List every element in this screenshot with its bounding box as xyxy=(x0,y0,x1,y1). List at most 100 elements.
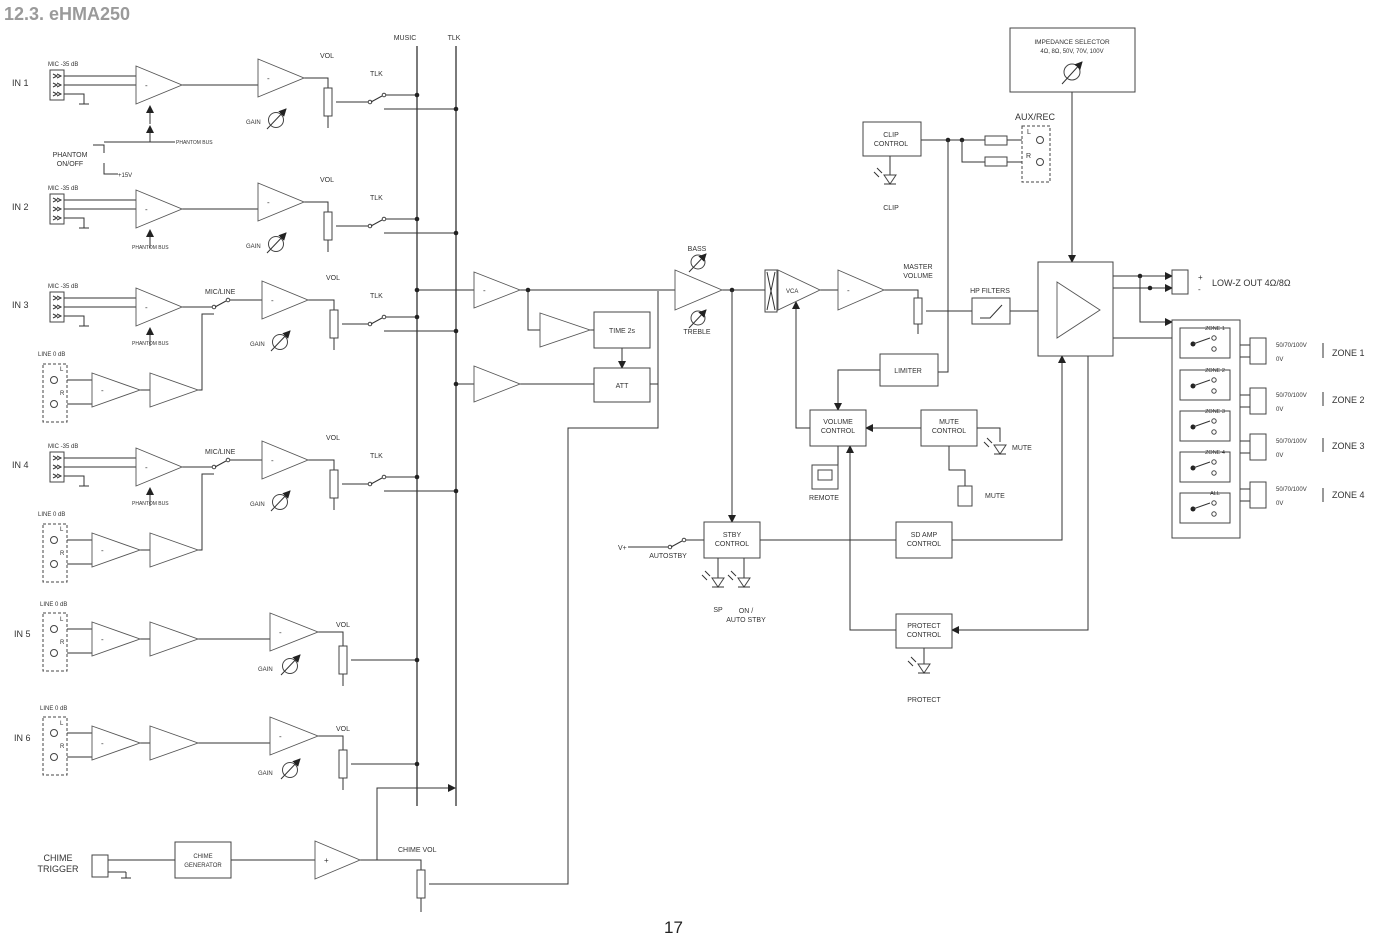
junction-dot xyxy=(453,230,459,236)
wire xyxy=(308,299,335,310)
wire xyxy=(318,735,344,750)
wire xyxy=(360,784,456,861)
wire xyxy=(429,291,659,885)
aux-right-label: R xyxy=(1026,153,1031,160)
switch-lever xyxy=(370,219,383,227)
music-amp xyxy=(473,271,522,309)
aux-rec-connector xyxy=(1021,125,1051,183)
zone-relay xyxy=(1179,410,1231,442)
zone-voltage-label: 50/70/100V xyxy=(1276,487,1307,493)
gain-arrow xyxy=(270,490,291,512)
led-rays xyxy=(983,437,993,448)
wire xyxy=(103,163,118,175)
aux-rec-label: AUX/REC xyxy=(1015,112,1056,122)
wire xyxy=(952,355,1066,541)
junction-dot xyxy=(414,657,420,663)
zone-output-connector xyxy=(1249,481,1267,509)
wire xyxy=(308,459,335,470)
amp-sign: - xyxy=(145,463,148,472)
potentiometer xyxy=(329,309,339,339)
amp-sign: - xyxy=(271,296,274,305)
aux-resistor xyxy=(984,135,1008,146)
vol-label: VOL xyxy=(320,177,334,184)
wire xyxy=(884,289,919,298)
pin-icon xyxy=(52,197,63,203)
lowz-minus: - xyxy=(1198,285,1201,294)
timer-amp xyxy=(539,312,592,348)
left-label: L xyxy=(60,721,64,727)
wire xyxy=(792,301,810,429)
rj45-icon xyxy=(817,469,833,481)
potentiometer xyxy=(913,297,923,325)
volume-control-box xyxy=(809,409,867,447)
line-amp xyxy=(91,532,142,568)
zone-output-connector xyxy=(1249,387,1267,415)
led-icon xyxy=(917,663,931,674)
mute-input-connector xyxy=(957,485,973,507)
chime-amp xyxy=(314,840,362,880)
wire xyxy=(318,631,344,646)
line-level-label: LINE 0 dB xyxy=(38,352,65,358)
pin-icon xyxy=(52,304,63,310)
wire xyxy=(961,140,985,163)
phantom-bus-label: PHANTOM BUS xyxy=(132,341,169,347)
phantom-voltage-label: +15V xyxy=(118,173,132,179)
gain-amp xyxy=(269,612,320,652)
zone-relay-label: ZONE 2 xyxy=(1205,368,1225,374)
vca-mark xyxy=(766,271,776,311)
remote-label: REMOTE xyxy=(809,495,839,502)
hp-filter-box xyxy=(971,297,1011,325)
switch-contact xyxy=(381,474,387,480)
zone-zero-label: 0V xyxy=(1276,407,1283,413)
phantom-bus-label: PHANTOM BUS xyxy=(132,245,169,251)
micline-label: MIC/LINE xyxy=(205,289,236,296)
junction-dot xyxy=(525,287,531,293)
talk-amp xyxy=(473,365,522,403)
talk-bus-label: TLK xyxy=(448,35,461,42)
amp-sign: + xyxy=(324,856,329,865)
clip-led-label: CLIP xyxy=(883,205,899,212)
switch-lever xyxy=(670,540,683,548)
zone-label: ZONE 3 xyxy=(1332,441,1365,451)
led-rays xyxy=(873,167,883,178)
wire xyxy=(527,290,540,331)
gain-arrow xyxy=(270,330,291,352)
vol-label: VOL xyxy=(336,726,350,733)
rca-jack-icon xyxy=(50,649,58,657)
wire xyxy=(948,446,966,486)
led-rays xyxy=(907,656,917,667)
potentiometer xyxy=(416,869,426,899)
zone-label: ZONE 2 xyxy=(1332,395,1365,405)
gain-label: GAIN xyxy=(258,667,273,673)
zone-relay xyxy=(1179,327,1231,359)
amp-sign: - xyxy=(483,286,486,295)
pin-icon xyxy=(52,464,63,470)
limiter-label: LIMITER xyxy=(894,368,922,375)
relay-contact xyxy=(1211,511,1217,517)
gain-label: GAIN xyxy=(258,771,273,777)
phantom-bus-label: PHANTOM BUS xyxy=(132,501,169,507)
gain-amp xyxy=(257,58,306,98)
gain-arrow xyxy=(280,654,301,676)
pin-icon xyxy=(52,215,63,221)
lowz-plus: + xyxy=(1198,273,1203,282)
mic-preamp xyxy=(135,189,184,229)
wire xyxy=(377,859,422,870)
mic-preamp xyxy=(135,287,184,327)
wire xyxy=(198,473,214,551)
relay-contact xyxy=(1211,459,1217,465)
wire xyxy=(304,201,329,212)
wire xyxy=(64,93,85,98)
wire xyxy=(834,369,880,411)
zone-label: ZONE 4 xyxy=(1332,490,1365,500)
line-level-label: LINE 0 dB xyxy=(40,602,67,608)
chime-vol-label: CHIME VOL xyxy=(398,847,437,854)
remote-connector-icon xyxy=(811,464,839,490)
amp-sign: - xyxy=(101,635,104,644)
bass-label: BASS xyxy=(688,246,707,253)
aux-left-label: L xyxy=(1027,129,1031,136)
